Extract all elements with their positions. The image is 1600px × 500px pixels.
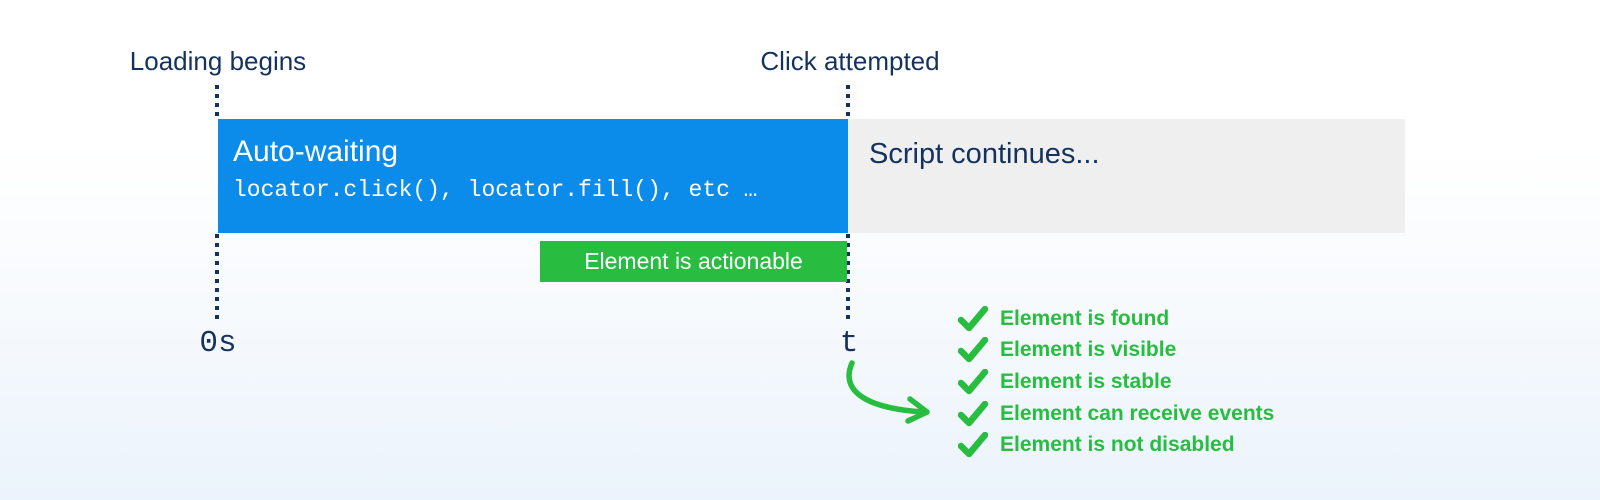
checkmark-icon <box>958 400 988 426</box>
auto-waiting-title: Auto-waiting <box>233 135 399 168</box>
checkmark-icon <box>958 368 988 395</box>
checklist-item-label: Element is not disabled <box>1000 433 1235 457</box>
actionability-checklist: Element is found Element is visible Elem… <box>958 303 1274 461</box>
checklist-item-label: Element is found <box>1000 306 1170 330</box>
element-actionable-badge: Element is actionable <box>540 241 847 282</box>
loading-begins-label: Loading begins <box>129 46 307 76</box>
checklist-item: Element is stable <box>958 366 1274 398</box>
checklist-item: Element is not disabled <box>958 429 1274 461</box>
checklist-item: Element is visible <box>958 335 1274 367</box>
time-zero-label: 0s <box>199 326 237 361</box>
checkmark-icon <box>958 432 988 458</box>
checklist-item-label: Element is visible <box>1000 338 1177 362</box>
auto-waiting-code-snippet: locator.click(), locator.fill(), etc … <box>233 177 758 203</box>
script-continues-bar: Script continues... <box>848 119 1405 233</box>
checkmark-icon <box>958 305 988 332</box>
script-continues-title: Script continues... <box>869 138 1100 170</box>
checklist-item: Element is found <box>958 303 1274 335</box>
checkmark-icon <box>958 337 988 363</box>
checklist-item-label: Element is stable <box>1000 369 1172 393</box>
click-attempted-dotted-line-bottom <box>846 234 850 322</box>
loading-begins-dotted-line-top <box>215 85 219 120</box>
checklist-item: Element can receive events <box>958 398 1274 430</box>
auto-waiting-bar: Auto-waiting locator.click(), locator.fi… <box>218 119 848 233</box>
click-attempted-label: Click attempted <box>760 46 940 76</box>
curved-arrow-icon <box>846 360 930 424</box>
loading-begins-dotted-line-bottom <box>215 234 219 320</box>
checklist-item-label: Element can receive events <box>1000 401 1275 425</box>
time-t-label: t <box>839 326 859 361</box>
click-attempted-dotted-line-top <box>846 85 850 120</box>
